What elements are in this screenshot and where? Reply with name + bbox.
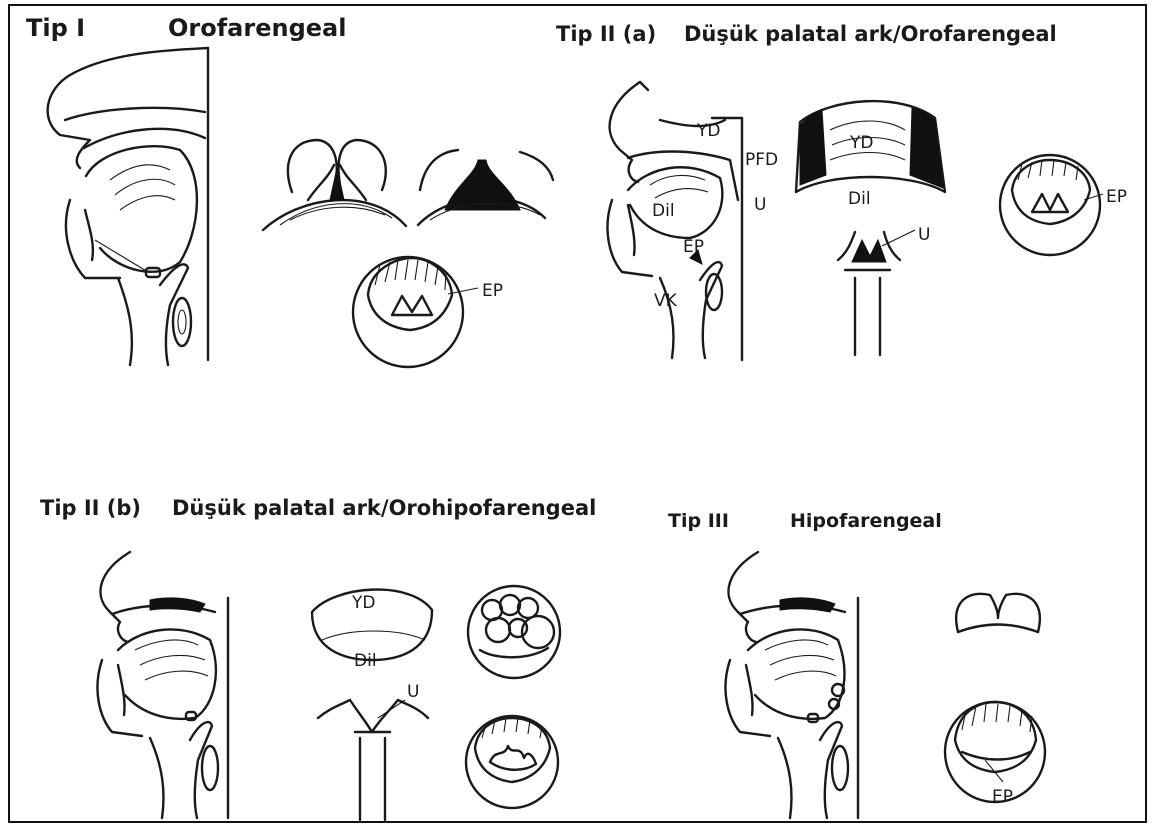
- panel-1-palate-view-1: [263, 140, 406, 230]
- panel-2-laryngoscopy: [1000, 155, 1103, 255]
- label-dil-2a-view: Dil: [848, 189, 871, 209]
- label-pfd-2a: PFD: [745, 150, 778, 170]
- panel-2-oropharynx-view: [838, 230, 915, 355]
- label-u-2a: U: [754, 195, 766, 215]
- label-ep-2a-view: EP: [1106, 187, 1127, 207]
- label-yd-2a-view: YD: [849, 133, 873, 153]
- label-dil-2a: Dil: [652, 201, 675, 221]
- label-yd-2b: YD: [351, 593, 375, 613]
- label-dil-2b: Dil: [354, 651, 377, 671]
- panel-3-laryngoscopy: [466, 716, 558, 808]
- label-u-2b: U: [407, 682, 419, 702]
- label-u-2a-view: U: [918, 225, 930, 245]
- label-ep-1: EP: [482, 281, 503, 301]
- panel-3-sagittal-head: [97, 552, 228, 818]
- panel-1-sagittal-head: [48, 48, 208, 365]
- label-yd-2a: YD: [696, 121, 720, 141]
- panel-1-palate-view-2: [418, 150, 553, 225]
- label-ep-2a-sagittal: EP: [683, 237, 704, 257]
- panel-1-laryngoscopy: [353, 257, 478, 367]
- panel-4-sagittal-head: [725, 552, 858, 818]
- label-vk-2a: VK: [654, 291, 678, 311]
- label-ep-3: EP: [992, 787, 1013, 807]
- panel-3-tonsil-view: [468, 586, 560, 678]
- panel-4-palate-view: [956, 594, 1040, 632]
- panel-2-sagittal-head: [607, 82, 742, 360]
- panel-3-oropharynx-view: [318, 700, 428, 820]
